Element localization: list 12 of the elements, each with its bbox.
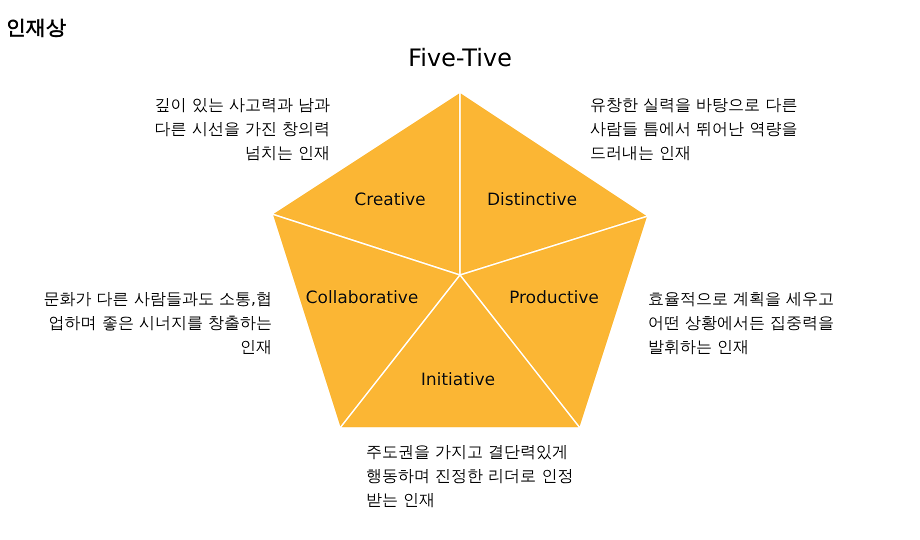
segment-label: Productive: [509, 288, 599, 308]
segment-label: Creative: [354, 190, 426, 210]
diagram-heading: Five-Tive: [407, 44, 513, 72]
description-text: 효율적으로 계획을 세우고 어떤 상황에서든 집중력을 발휘하는 인재: [648, 288, 836, 358]
description-text: 문화가 다른 사람들과도 소통,협업하며 좋은 시너지를 창출하는 인재: [42, 288, 272, 358]
description-text: 유창한 실력을 바탕으로 다른 사람들 틈에서 뛰어난 역량을 드러내는 인재: [590, 94, 798, 164]
description-text: 깊이 있는 사고력과 남과 다른 시선을 가진 창의력 넘치는 인재: [154, 94, 330, 164]
segment-label: Initiative: [420, 370, 496, 390]
segment-label: Distinctive: [486, 190, 578, 210]
segment-label: Collaborative: [306, 288, 418, 308]
description-text: 주도권을 가지고 결단력있게 행동하며 진정한 리더로 인정받는 인재: [366, 441, 574, 511]
page-title: 인재상: [6, 14, 66, 41]
